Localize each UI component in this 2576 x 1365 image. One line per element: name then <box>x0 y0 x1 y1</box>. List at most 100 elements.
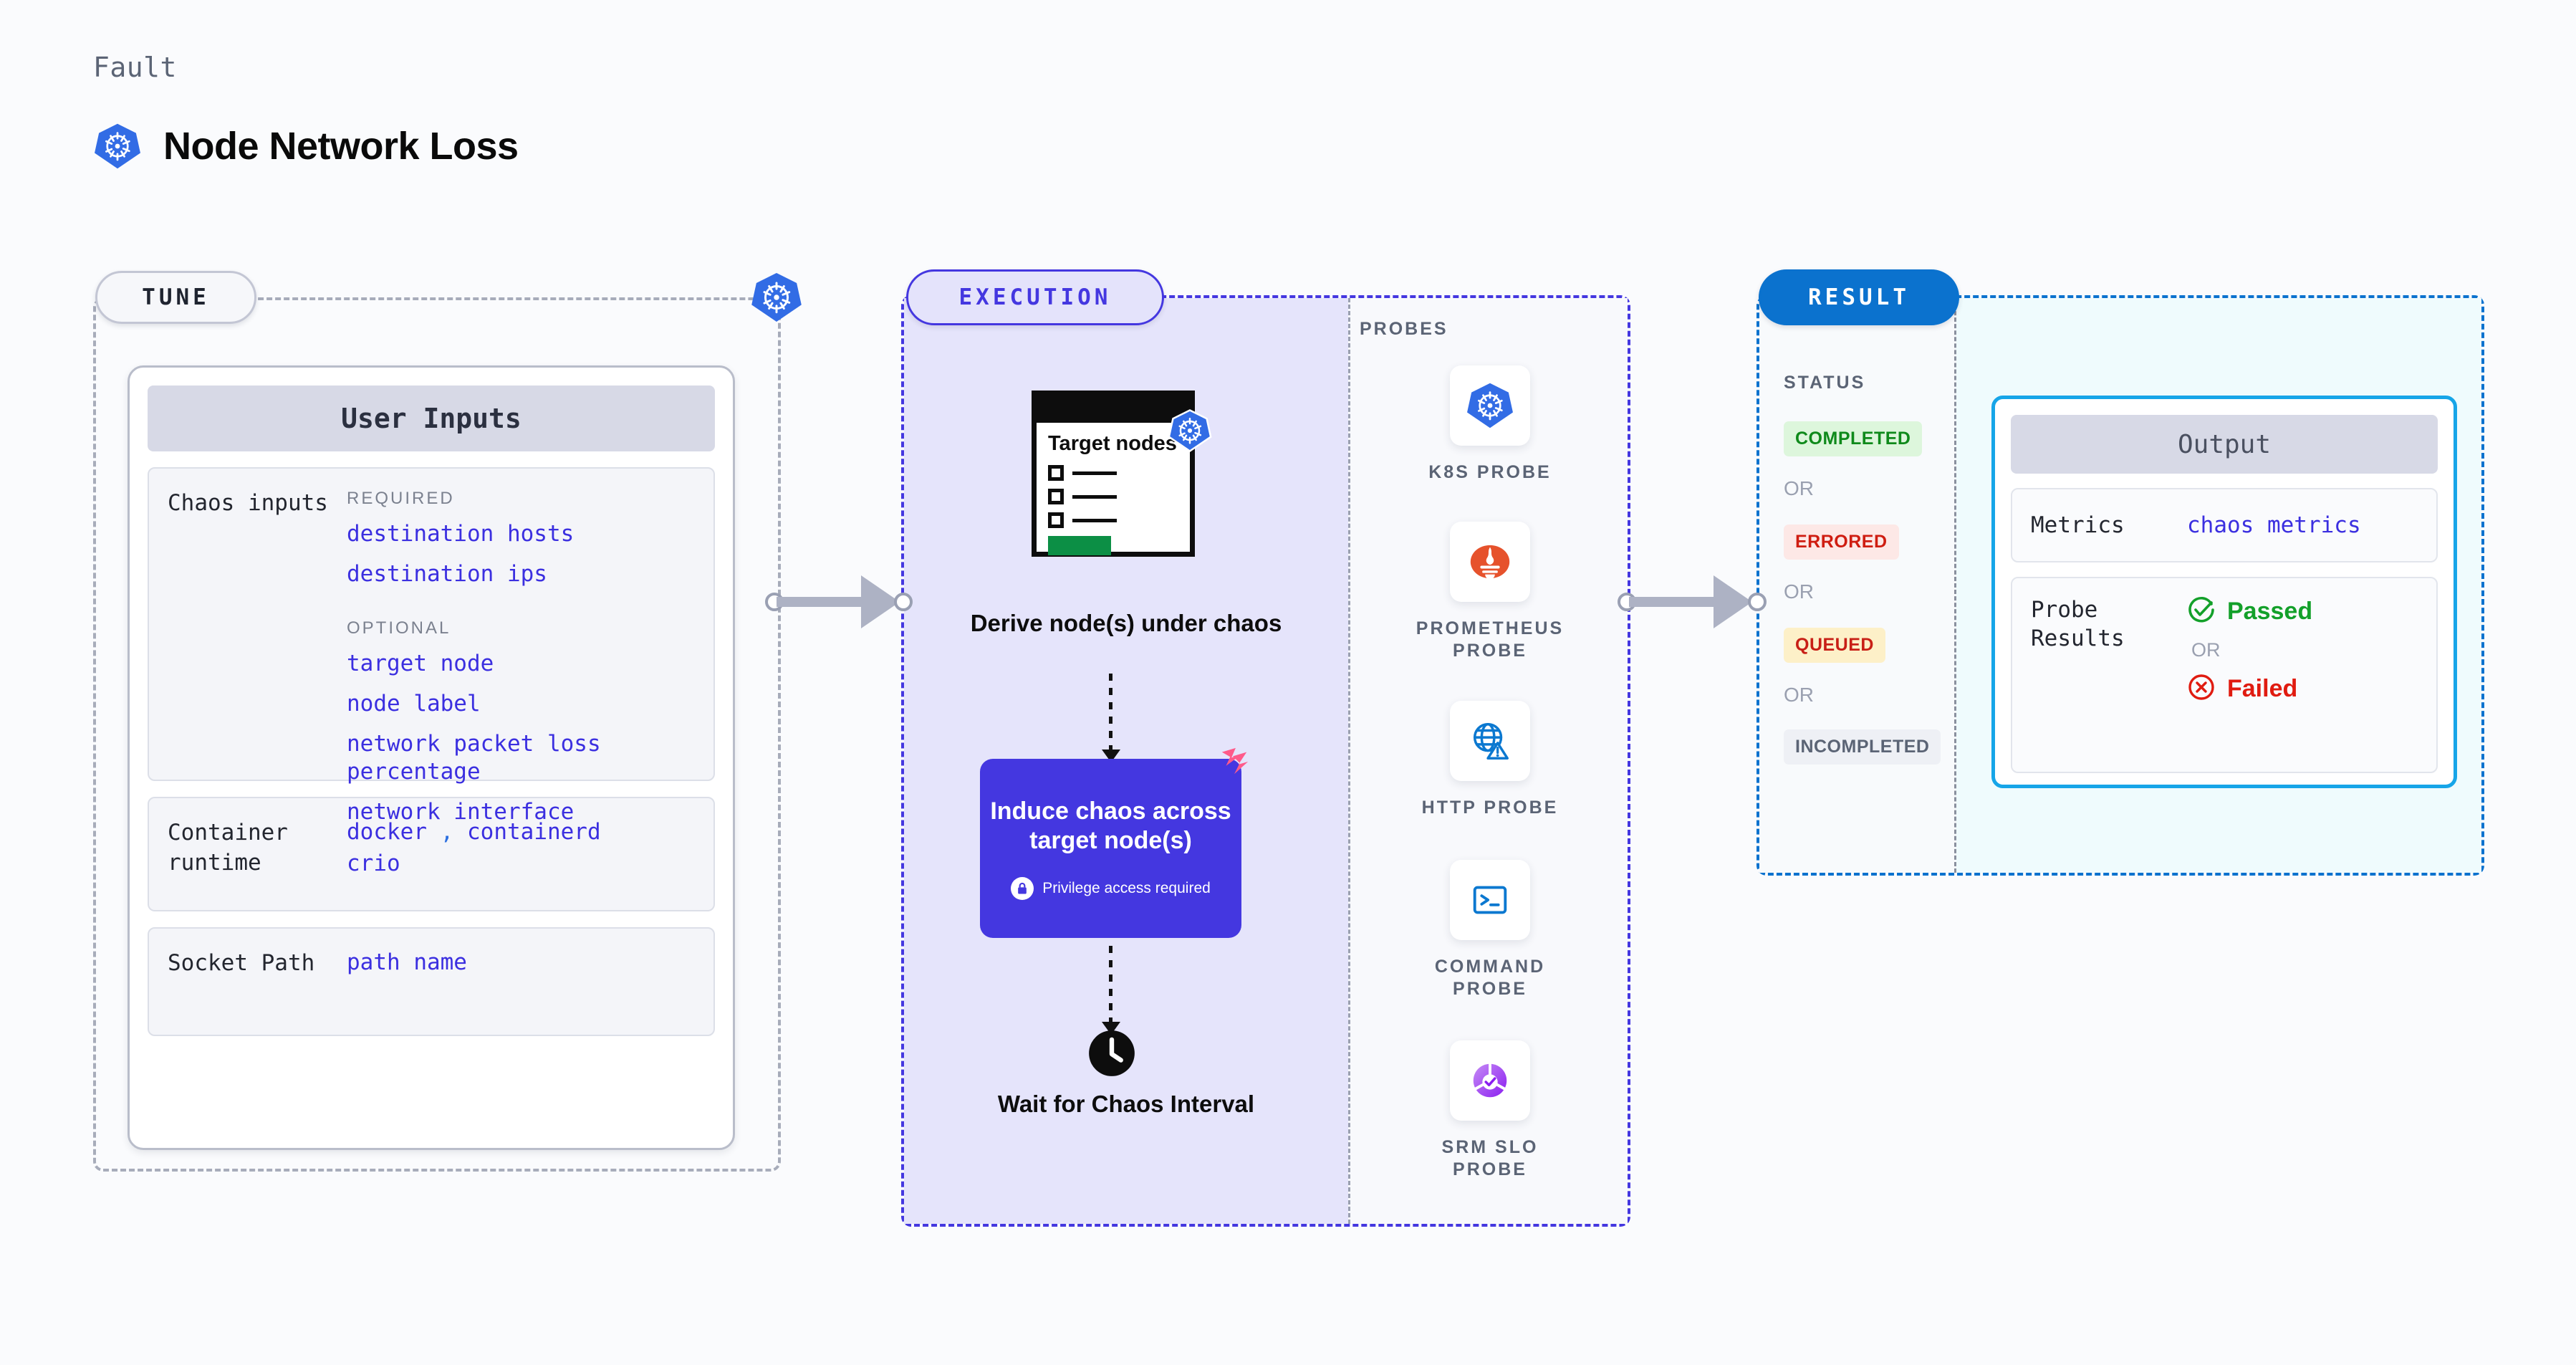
probe-label: HTTP PROBE <box>1421 798 1559 818</box>
probe-item-command[interactable]: COMMAND PROBE <box>1404 860 1576 1001</box>
page-eyebrow: Fault <box>93 52 177 83</box>
target-nodes-checklist <box>1048 465 1178 556</box>
progress-bar <box>1048 536 1111 556</box>
stage-chip-execution[interactable]: EXECUTION <box>906 269 1164 325</box>
value-separator: , <box>440 819 454 845</box>
arrow-head-icon <box>1714 575 1752 628</box>
arrow-head-icon <box>861 575 900 628</box>
probe-label: K8S PROBE <box>1428 462 1552 482</box>
user-inputs-panel: User Inputs Chaos inputs REQUIRED destin… <box>128 365 735 1150</box>
probe-results-label: Probe Results <box>2031 597 2125 652</box>
privilege-note-text: Privilege access required <box>1042 880 1211 897</box>
output-metrics-row: Metrics chaos metrics <box>2011 488 2438 562</box>
probe-item-srm-slo[interactable]: SRM SLO PROBE <box>1404 1040 1576 1182</box>
list-line <box>1072 471 1117 475</box>
probe-result-or-label: OR <box>2191 639 2221 661</box>
status-badge-incompleted: INCOMPLETED <box>1784 729 1941 765</box>
privilege-note: Privilege access required <box>1011 877 1211 901</box>
probe-label: COMMAND PROBE <box>1434 957 1546 1000</box>
induce-chaos-title: Induce chaos across target node(s) <box>990 797 1231 854</box>
probe-item-prometheus[interactable]: PROMETHEUS PROBE <box>1404 522 1576 663</box>
connector-shaft <box>777 597 884 607</box>
list-line <box>1072 518 1117 522</box>
harness-chaos-icon <box>1218 745 1251 778</box>
result-status-column <box>1759 298 1956 873</box>
input-network-interface[interactable]: network interface <box>347 799 575 825</box>
value-path-name[interactable]: path name <box>347 949 467 975</box>
user-inputs-title: User Inputs <box>148 385 715 451</box>
chaos-inputs-label: Chaos inputs <box>168 490 328 516</box>
probe-item-k8s[interactable]: K8S PROBE <box>1404 365 1576 484</box>
container-runtime-values: docker , containerd crio <box>347 818 695 890</box>
failed-label: Failed <box>2227 675 2298 702</box>
connector-shaft <box>1629 597 1736 607</box>
probe-results-values: Passed OR Failed <box>2187 595 2312 755</box>
prometheus-icon <box>1450 522 1530 602</box>
connector-execution-to-result <box>1618 575 1769 628</box>
step-caption-wait-interval: Wait for Chaos Interval <box>997 1091 1255 1117</box>
input-target-node[interactable]: target node <box>347 651 494 677</box>
connector-dot-end <box>894 593 913 611</box>
stage-chip-result[interactable]: RESULT <box>1759 269 1959 325</box>
input-network-packet-loss-percentage[interactable]: network packet loss percentage <box>347 730 601 785</box>
srm-slo-icon <box>1450 1040 1530 1121</box>
connector-dot-end <box>1748 593 1767 611</box>
x-circle-icon <box>2187 673 2216 705</box>
value-docker[interactable]: docker <box>347 819 427 845</box>
check-circle-icon <box>2187 595 2216 628</box>
output-probe-results-row: Probe Results Passed OR <box>2011 577 2438 773</box>
card-titlebar <box>1037 396 1190 423</box>
probes-title: PROBES <box>1360 319 1448 339</box>
chaos-inputs-values: REQUIRED destination hosts destination i… <box>347 489 695 825</box>
step-caption-derive-nodes: Derive node(s) under chaos <box>970 610 1282 636</box>
container-runtime-line-1: docker , containerd <box>347 818 695 847</box>
input-node-label[interactable]: node label <box>347 691 481 717</box>
input-destination-hosts[interactable]: destination hosts <box>347 521 575 547</box>
stage-chip-tune[interactable]: TUNE <box>95 271 256 324</box>
status-or-label: OR <box>1784 477 1814 499</box>
list-line <box>1072 494 1117 499</box>
kubernetes-icon <box>1450 365 1530 446</box>
flow-arrow-icon <box>1102 946 1120 1035</box>
input-destination-ips[interactable]: destination ips <box>347 560 547 587</box>
target-nodes-card: Target nodes <box>1032 391 1195 557</box>
value-crio[interactable]: crio <box>347 850 400 876</box>
socket-path-values: path name <box>347 949 695 1015</box>
metrics-value[interactable]: chaos metrics <box>2187 512 2361 538</box>
page-title: Node Network Loss <box>163 125 519 168</box>
required-tag: REQUIRED <box>347 489 455 508</box>
container-runtime-row: Container runtime docker , containerd cr… <box>148 797 715 911</box>
execution-stage-container <box>901 295 1630 1227</box>
value-containerd[interactable]: containerd <box>467 819 601 845</box>
probe-result-failed: Failed <box>2187 673 2312 705</box>
status-badge-errored: ERRORED <box>1784 525 1899 560</box>
output-title: Output <box>2011 415 2438 474</box>
kubernetes-icon <box>93 122 142 171</box>
container-runtime-label: Container runtime <box>168 820 288 876</box>
tune-stage-container <box>93 297 781 1172</box>
lock-icon <box>1011 877 1034 901</box>
status-badge-queued: QUEUED <box>1784 628 1885 663</box>
status-badge-completed: COMPLETED <box>1784 421 1923 456</box>
induce-chaos-step: Induce chaos across target node(s) Privi… <box>980 759 1241 938</box>
metrics-label: Metrics <box>2031 512 2125 538</box>
optional-tag: OPTIONAL <box>347 618 451 638</box>
output-panel: Output Metrics chaos metrics Probe Resul… <box>1991 396 2457 788</box>
clock-icon <box>1087 1029 1136 1078</box>
probe-result-passed: Passed <box>2187 595 2312 628</box>
checkbox-icon <box>1048 489 1064 505</box>
kubernetes-icon <box>750 271 803 324</box>
terminal-icon <box>1450 860 1530 940</box>
probe-item-http[interactable]: HTTP PROBE <box>1404 701 1576 819</box>
checkbox-icon <box>1048 512 1064 529</box>
passed-label: Passed <box>2227 598 2313 625</box>
target-nodes-card-title: Target nodes <box>1048 432 1177 455</box>
flow-arrow-icon <box>1102 674 1120 762</box>
chaos-inputs-row: Chaos inputs REQUIRED destination hosts … <box>148 467 715 825</box>
probe-label: PROMETHEUS PROBE <box>1416 618 1565 661</box>
page-title-row: Node Network Loss <box>93 122 519 171</box>
globe-warning-icon <box>1450 701 1530 781</box>
result-stage-container <box>1756 295 2484 876</box>
socket-path-row: Socket Path path name <box>148 927 715 1036</box>
